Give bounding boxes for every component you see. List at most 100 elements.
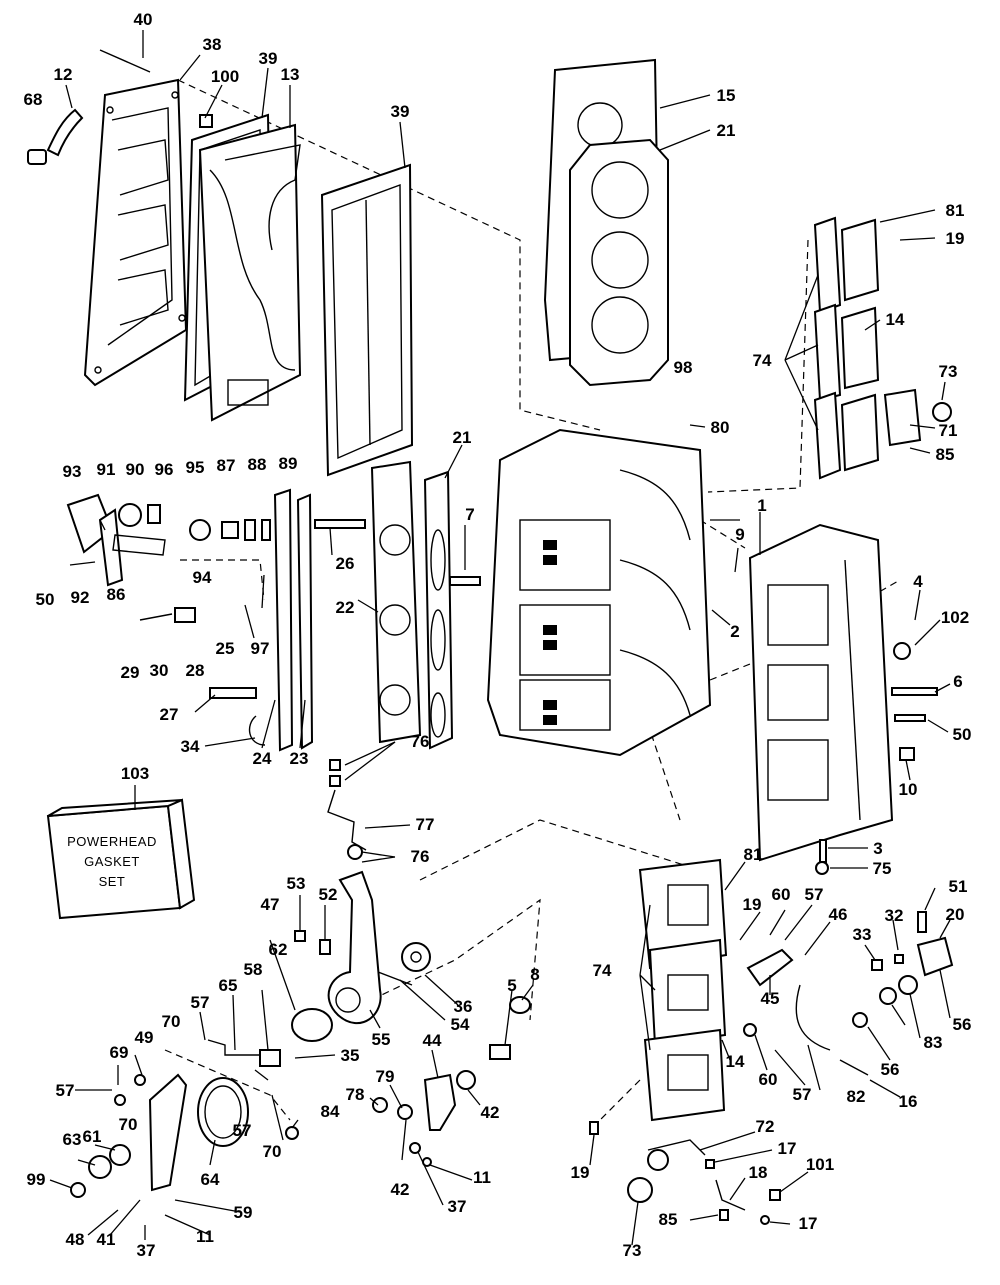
callout-label: 73 (939, 362, 958, 381)
callout-label: 45 (761, 989, 780, 1008)
callout-label: 13 (281, 65, 300, 84)
exhaust-housing (198, 123, 302, 422)
callout-label: 78 (346, 1085, 365, 1104)
throttle-linkage-parts (70, 759, 431, 1198)
lower-center-parts (372, 996, 531, 1167)
callout-label: 19 (571, 1163, 590, 1182)
callout-label: 24 (253, 749, 272, 768)
callout-label: 49 (135, 1028, 154, 1047)
callout-label: 76 (411, 847, 430, 866)
callout-label: 91 (97, 460, 116, 479)
callout-label: 81 (946, 201, 965, 220)
callout-label: 50 (36, 590, 55, 609)
callout-label: 23 (290, 749, 309, 768)
callout-label: 9 (735, 525, 744, 544)
callout-label: 99 (27, 1170, 46, 1189)
cylinder-head-gasket-left (423, 470, 454, 750)
callout-label: 63 (63, 1130, 82, 1149)
callout-label: 19 (946, 229, 965, 248)
callout-label: 52 (319, 885, 338, 904)
callout-label: 94 (193, 568, 212, 587)
callout-label: 58 (244, 960, 263, 979)
thermostat-cover-parts (66, 493, 271, 746)
callout-label: 37 (137, 1241, 156, 1260)
dowel-pin-and-bolt (314, 519, 481, 586)
callout-label: 76 (411, 732, 430, 751)
callout-label: 95 (186, 458, 205, 477)
callout-label: 74 (753, 351, 772, 370)
callout-label: 16 (899, 1092, 918, 1111)
callout-label: 46 (829, 905, 848, 924)
callout-label: 48 (66, 1230, 85, 1249)
callout-label: 100 (211, 67, 239, 86)
callout-label: 51 (949, 877, 968, 896)
callout-label: 80 (711, 418, 730, 437)
callout-label: 17 (778, 1139, 797, 1158)
callout-label: 21 (717, 121, 736, 140)
reed-valve-assemblies-upper (813, 216, 952, 480)
callout-label: 14 (886, 310, 905, 329)
callout-label: 89 (279, 454, 298, 473)
callout-label: 22 (336, 598, 355, 617)
callout-label: 70 (162, 1012, 181, 1031)
callout-label: 25 (216, 639, 235, 658)
gasket-set-line-2: GASKET (84, 854, 140, 869)
callout-label: 8 (530, 965, 539, 984)
callout-label: 102 (941, 608, 969, 627)
callout-label: 5 (507, 976, 516, 995)
crankcase-hardware (815, 642, 938, 875)
callout-label: 44 (423, 1031, 442, 1050)
callout-label: 50 (953, 725, 972, 744)
callout-label: 42 (391, 1180, 410, 1199)
callout-label: 60 (772, 885, 791, 904)
callout-label: 12 (54, 65, 73, 84)
cylinder-head-gasket-upper (569, 138, 669, 387)
callout-label: 17 (799, 1214, 818, 1233)
callout-label: 70 (119, 1115, 138, 1134)
callout-label: 101 (806, 1155, 834, 1174)
callout-label: 27 (160, 705, 179, 724)
callout-label: 61 (83, 1127, 102, 1146)
callout-label: 1 (757, 496, 766, 515)
cylinder-block (486, 428, 712, 757)
fuel-pump-and-fittings (589, 911, 954, 1225)
callout-label: 21 (453, 428, 472, 447)
callout-label: 90 (126, 460, 145, 479)
callout-label: 6 (953, 672, 962, 691)
callout-label: 15 (717, 86, 736, 105)
callout-label: 34 (181, 737, 200, 756)
callout-label: 30 (150, 661, 169, 680)
callout-label: 55 (372, 1030, 391, 1049)
cylinder-head-left (370, 460, 422, 744)
callout-label: 75 (873, 859, 892, 878)
callout-label: 85 (936, 445, 955, 464)
gasket-set-line-3: SET (99, 874, 126, 889)
callout-label: 26 (336, 554, 355, 573)
callout-label: 79 (376, 1067, 395, 1086)
callout-label: 56 (881, 1060, 900, 1079)
crankcase (748, 523, 894, 862)
callout-label: 82 (847, 1087, 866, 1106)
callout-label: 69 (110, 1043, 129, 1062)
callout-label: 88 (248, 455, 267, 474)
callout-label: 7 (465, 505, 474, 524)
callout-label: 20 (946, 905, 965, 924)
callout-label: 73 (623, 1241, 642, 1260)
callout-label: 93 (63, 462, 82, 481)
callout-label: 2 (730, 622, 739, 641)
callout-label: 56 (953, 1015, 972, 1034)
callout-label: 92 (71, 588, 90, 607)
callout-label: 87 (217, 456, 236, 475)
leader-lines (49, 30, 951, 1246)
callout-label: 81 (744, 845, 763, 864)
callout-label: 98 (674, 358, 693, 377)
callout-label: 84 (321, 1102, 340, 1121)
callout-label: 83 (924, 1033, 943, 1052)
callout-label: 11 (196, 1227, 214, 1246)
callout-label: 3 (873, 839, 882, 858)
callout-label: 19 (743, 895, 762, 914)
callout-label: 40 (134, 10, 153, 29)
callout-label: 33 (853, 925, 872, 944)
callout-label: 97 (251, 639, 270, 658)
